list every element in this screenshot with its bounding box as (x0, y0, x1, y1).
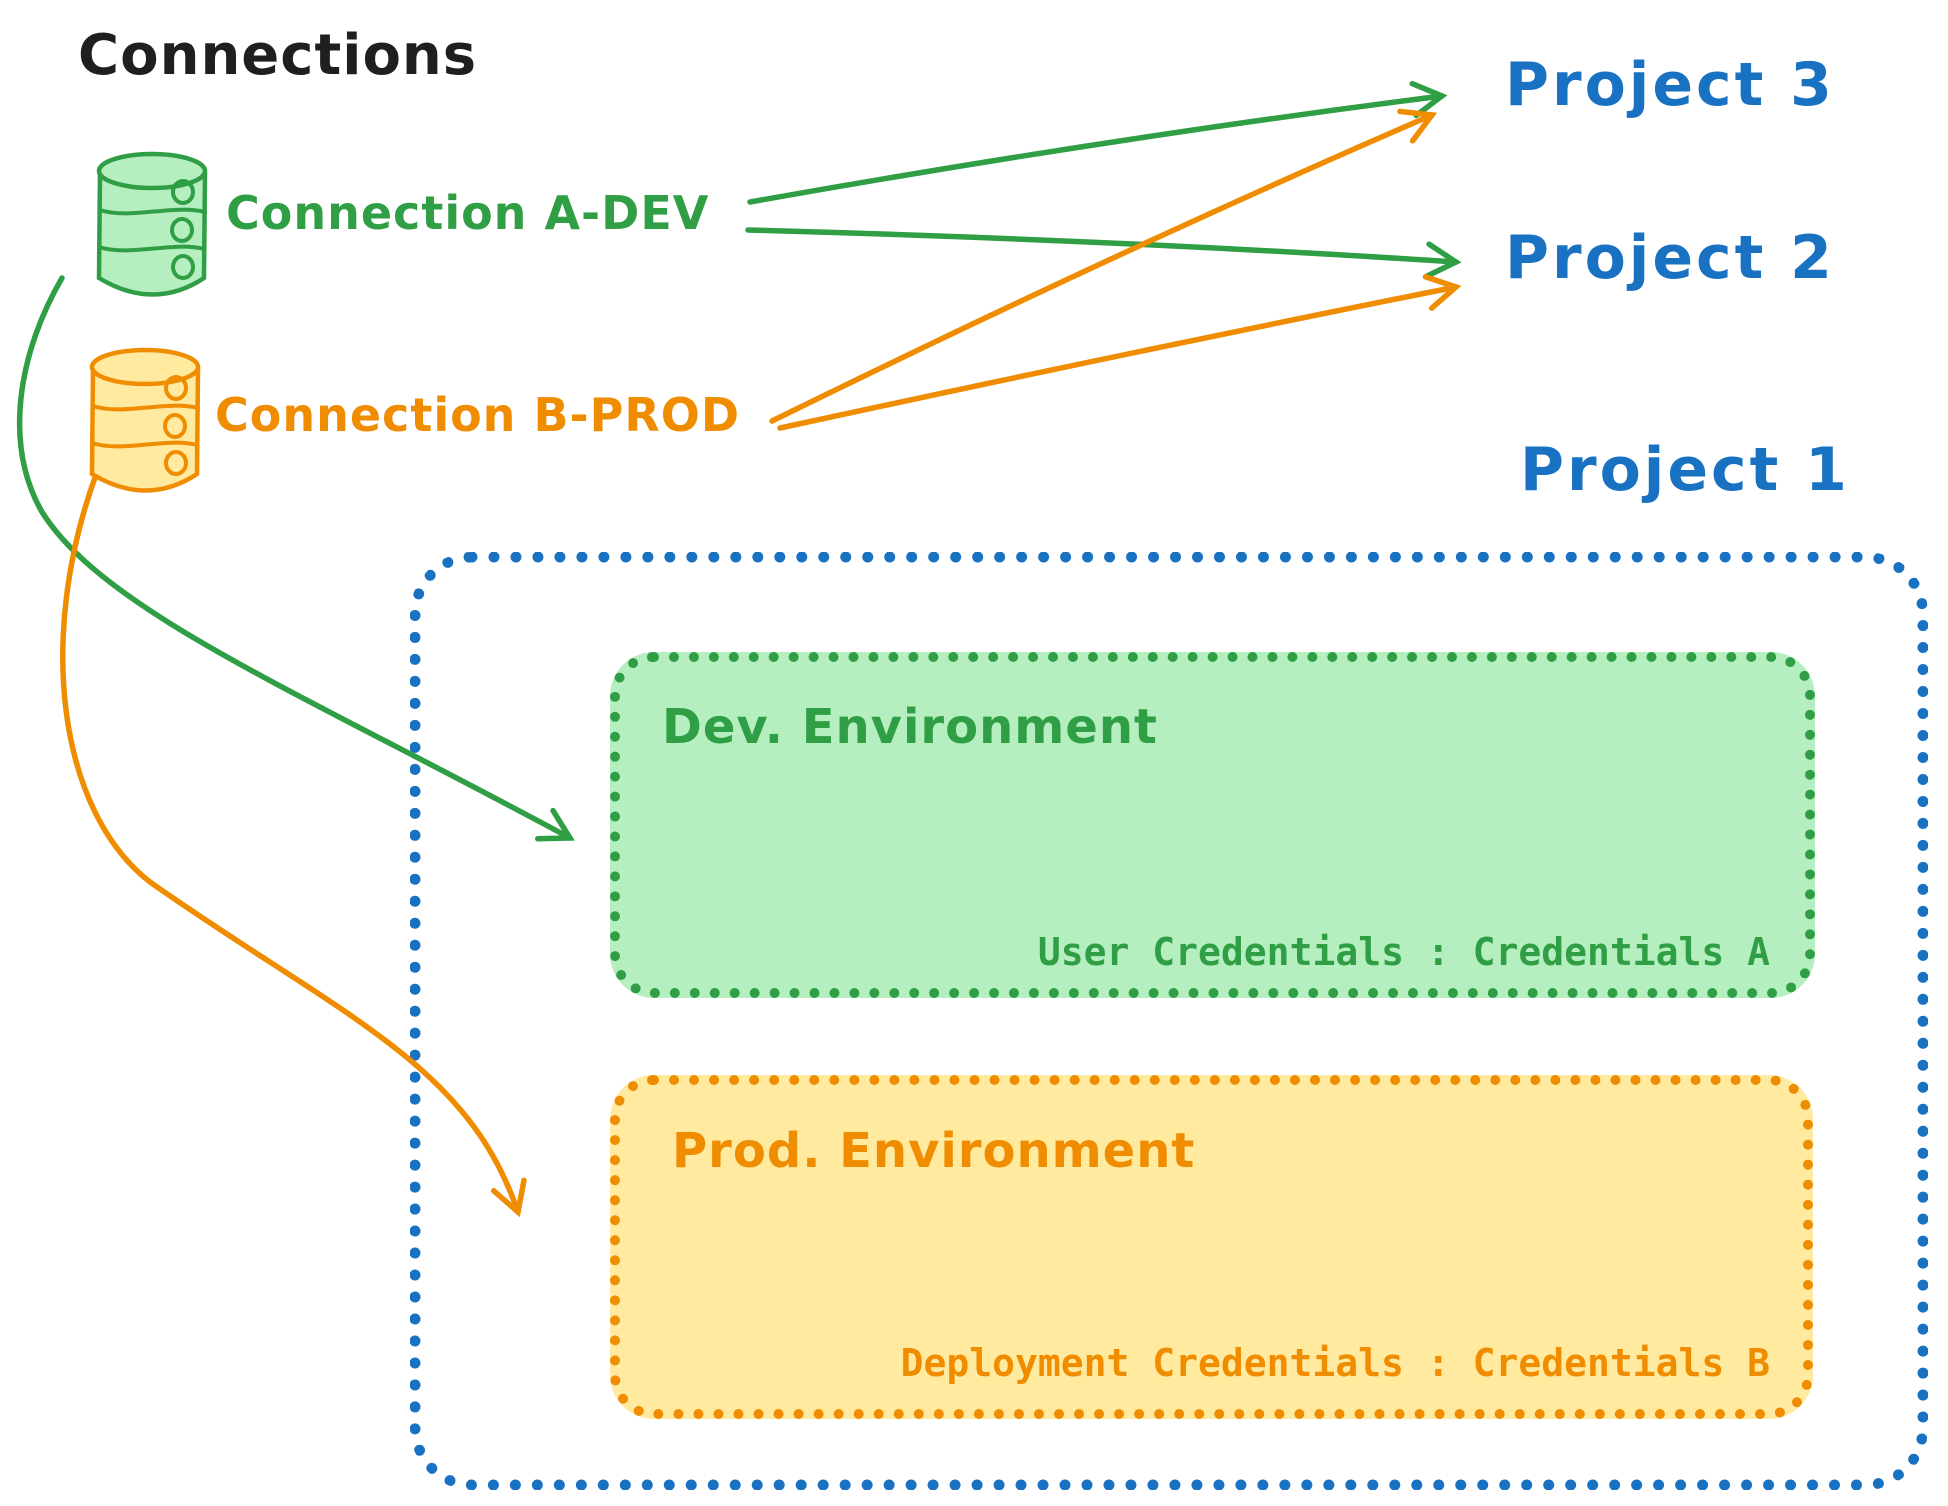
prod-environment-title: Prod. Environment (672, 1123, 1196, 1179)
arrow-b-prod-to-project-2 (777, 274, 1462, 431)
dev-environment-box (610, 652, 1815, 998)
connection-b-prod-label: Connection B-PROD (215, 388, 741, 442)
dev-environment-title: Dev. Environment (662, 699, 1158, 755)
project-3-label: Project 3 (1505, 50, 1835, 120)
database-icon-dev (96, 151, 208, 297)
dev-environment-credentials: User Credentials : Credentials A (1037, 930, 1770, 974)
diagram-title: Connections (78, 23, 478, 88)
arrow-a-dev-to-project-3 (747, 80, 1448, 205)
arrow-a-dev-to-project-2 (745, 227, 1462, 279)
project-1-label: Project 1 (1520, 435, 1850, 505)
database-icon-prod (89, 347, 201, 493)
connection-a-dev-label: Connection A-DEV (226, 186, 710, 240)
arrow-b-prod-to-project-3 (769, 108, 1438, 424)
prod-environment-credentials: Deployment Credentials : Credentials B (900, 1341, 1770, 1385)
project-2-label: Project 2 (1505, 223, 1835, 293)
prod-environment-box (610, 1075, 1813, 1419)
